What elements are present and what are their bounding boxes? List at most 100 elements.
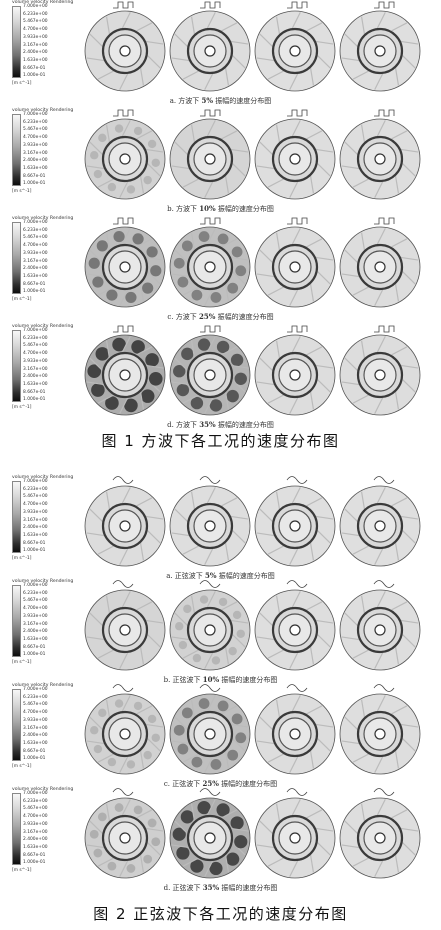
subfigure-caption-value: 35% bbox=[199, 420, 216, 429]
legend-title: volume velocity Rendering bbox=[12, 108, 74, 113]
velocity-contour-disk bbox=[169, 589, 251, 671]
legend-tick-label: 8.667e-01 bbox=[23, 65, 46, 71]
velocity-disk-row bbox=[84, 684, 421, 775]
sine-wave-icon bbox=[373, 476, 395, 484]
velocity-contour-disk bbox=[84, 334, 166, 416]
legend-tick-label: 3.167e+00 bbox=[23, 517, 48, 523]
velocity-contour-disk bbox=[254, 10, 336, 92]
legend-tick-label: 4.700e+00 bbox=[23, 135, 48, 141]
legend-tick-label: 2.400e+00 bbox=[23, 50, 48, 56]
velocity-contour-disk bbox=[254, 485, 336, 567]
square-wave-icon bbox=[287, 325, 308, 333]
velocity-contour-disk bbox=[339, 226, 421, 308]
legend-tick-label: 3.933e+00 bbox=[23, 142, 48, 148]
square-wave-icon bbox=[200, 109, 221, 117]
legend-tick-label: 8.667e-01 bbox=[23, 748, 46, 754]
sine-wave-icon bbox=[112, 684, 134, 692]
subfigure-caption-suffix: 振幅的速度分布图 bbox=[219, 676, 278, 684]
legend-title: volume velocity Rendering bbox=[12, 216, 74, 221]
subfigure-caption-prefix: c. 方波下 bbox=[167, 313, 199, 321]
legend-color-bar bbox=[12, 330, 21, 402]
sine-wave-icon bbox=[199, 788, 221, 796]
legend-tick-label: 8.667e-01 bbox=[23, 540, 46, 546]
subfigure-caption-value: 10% bbox=[202, 675, 220, 684]
subfigure-caption: b. 方波下 10% 振幅的速度分布图 bbox=[0, 204, 441, 214]
legend-tick-label: 1.000e-01 bbox=[23, 652, 46, 658]
sine-wave-icon bbox=[286, 788, 308, 796]
subfigure-caption-suffix: 振幅的速度分布图 bbox=[216, 572, 275, 580]
subfigure-caption-prefix: d. 方波下 bbox=[167, 421, 200, 429]
legend-tick-label: 8.667e-01 bbox=[23, 852, 46, 858]
legend-tick-label: 1.000e-01 bbox=[23, 181, 46, 187]
legend-tick-label: 8.667e-01 bbox=[23, 173, 46, 179]
legend-tick-label: 2.400e+00 bbox=[23, 266, 48, 272]
legend-tick-label: 1.000e-01 bbox=[23, 289, 46, 295]
legend-tick-label: 3.167e+00 bbox=[23, 725, 48, 731]
legend-unit: [m s^-1] bbox=[12, 297, 32, 302]
legend-tick-label: 7.000e+00 bbox=[23, 583, 48, 588]
velocity-contour-disk bbox=[84, 589, 166, 671]
subfigure-caption-prefix: b. 正弦波下 bbox=[163, 676, 203, 684]
legend-tick-label: 7.000e+00 bbox=[23, 328, 48, 333]
velocity-contour-disk bbox=[169, 226, 251, 308]
legend-color-bar bbox=[12, 585, 21, 657]
legend-tick-label: 5.467e+00 bbox=[23, 806, 48, 812]
square-wave-icon bbox=[200, 325, 221, 333]
legend-tick-label: 1.000e-01 bbox=[23, 548, 46, 554]
legend-tick-label: 5.467e+00 bbox=[23, 343, 48, 349]
square-wave-icon bbox=[374, 325, 395, 333]
square-wave-icon bbox=[113, 109, 134, 117]
square-wave-icon bbox=[200, 217, 221, 225]
legend-tick-label: 6.233e+00 bbox=[23, 119, 48, 125]
legend-tick-label: 1.633e+00 bbox=[23, 57, 48, 63]
subfigure-caption: a. 正弦波下 5% 振幅的速度分布图 bbox=[0, 571, 441, 581]
legend-tick-label: 3.933e+00 bbox=[23, 717, 48, 723]
subfigure-caption-suffix: 振幅的速度分布图 bbox=[218, 780, 278, 788]
legend-tick-label: 1.000e-01 bbox=[23, 860, 46, 866]
subfigure-caption-suffix: 振幅的速度分布图 bbox=[215, 313, 274, 321]
legend-tick-label: 2.400e+00 bbox=[23, 837, 48, 843]
legend-tick-label: 6.233e+00 bbox=[23, 227, 48, 233]
legend-tick-label: 3.933e+00 bbox=[23, 821, 48, 827]
square-wave-icon bbox=[113, 1, 134, 9]
subfigure-caption-value: 35% bbox=[202, 883, 220, 892]
legend-unit: [m s^-1] bbox=[12, 660, 32, 665]
legend-tick-label: 6.233e+00 bbox=[23, 694, 48, 700]
subfigure-caption-value: 5% bbox=[201, 96, 214, 105]
subfigure-caption: c. 正弦波下 25% 振幅的速度分布图 bbox=[0, 779, 441, 789]
legend-tick-label: 6.233e+00 bbox=[23, 335, 48, 341]
legend-title: volume velocity Rendering bbox=[12, 0, 74, 5]
legend-unit: [m s^-1] bbox=[12, 556, 32, 561]
velocity-contour-disk bbox=[84, 485, 166, 567]
velocity-disk-row bbox=[84, 580, 421, 671]
subfigure-caption: d. 方波下 35% 振幅的速度分布图 bbox=[0, 420, 441, 430]
legend-tick-label: 2.400e+00 bbox=[23, 374, 48, 380]
legend-tick-label: 3.933e+00 bbox=[23, 613, 48, 619]
legend-tick-label: 2.400e+00 bbox=[23, 525, 48, 531]
velocity-contour-disk bbox=[254, 797, 336, 879]
subfigure-caption-prefix: c. 正弦波下 bbox=[163, 780, 203, 788]
velocity-disk-row bbox=[84, 788, 421, 879]
legend-tick-label: 8.667e-01 bbox=[23, 644, 46, 650]
legend-tick-label: 1.633e+00 bbox=[23, 165, 48, 171]
square-wave-icon bbox=[287, 109, 308, 117]
velocity-disk-row bbox=[84, 217, 421, 308]
legend-tick-label: 6.233e+00 bbox=[23, 11, 48, 17]
subfigure-caption-value: 25% bbox=[198, 312, 216, 321]
legend-unit: [m s^-1] bbox=[12, 81, 32, 86]
legend-unit: [m s^-1] bbox=[12, 189, 32, 194]
legend-tick-label: 4.700e+00 bbox=[23, 606, 48, 612]
velocity-contour-disk bbox=[84, 10, 166, 92]
legend-tick-label: 3.933e+00 bbox=[23, 34, 48, 40]
